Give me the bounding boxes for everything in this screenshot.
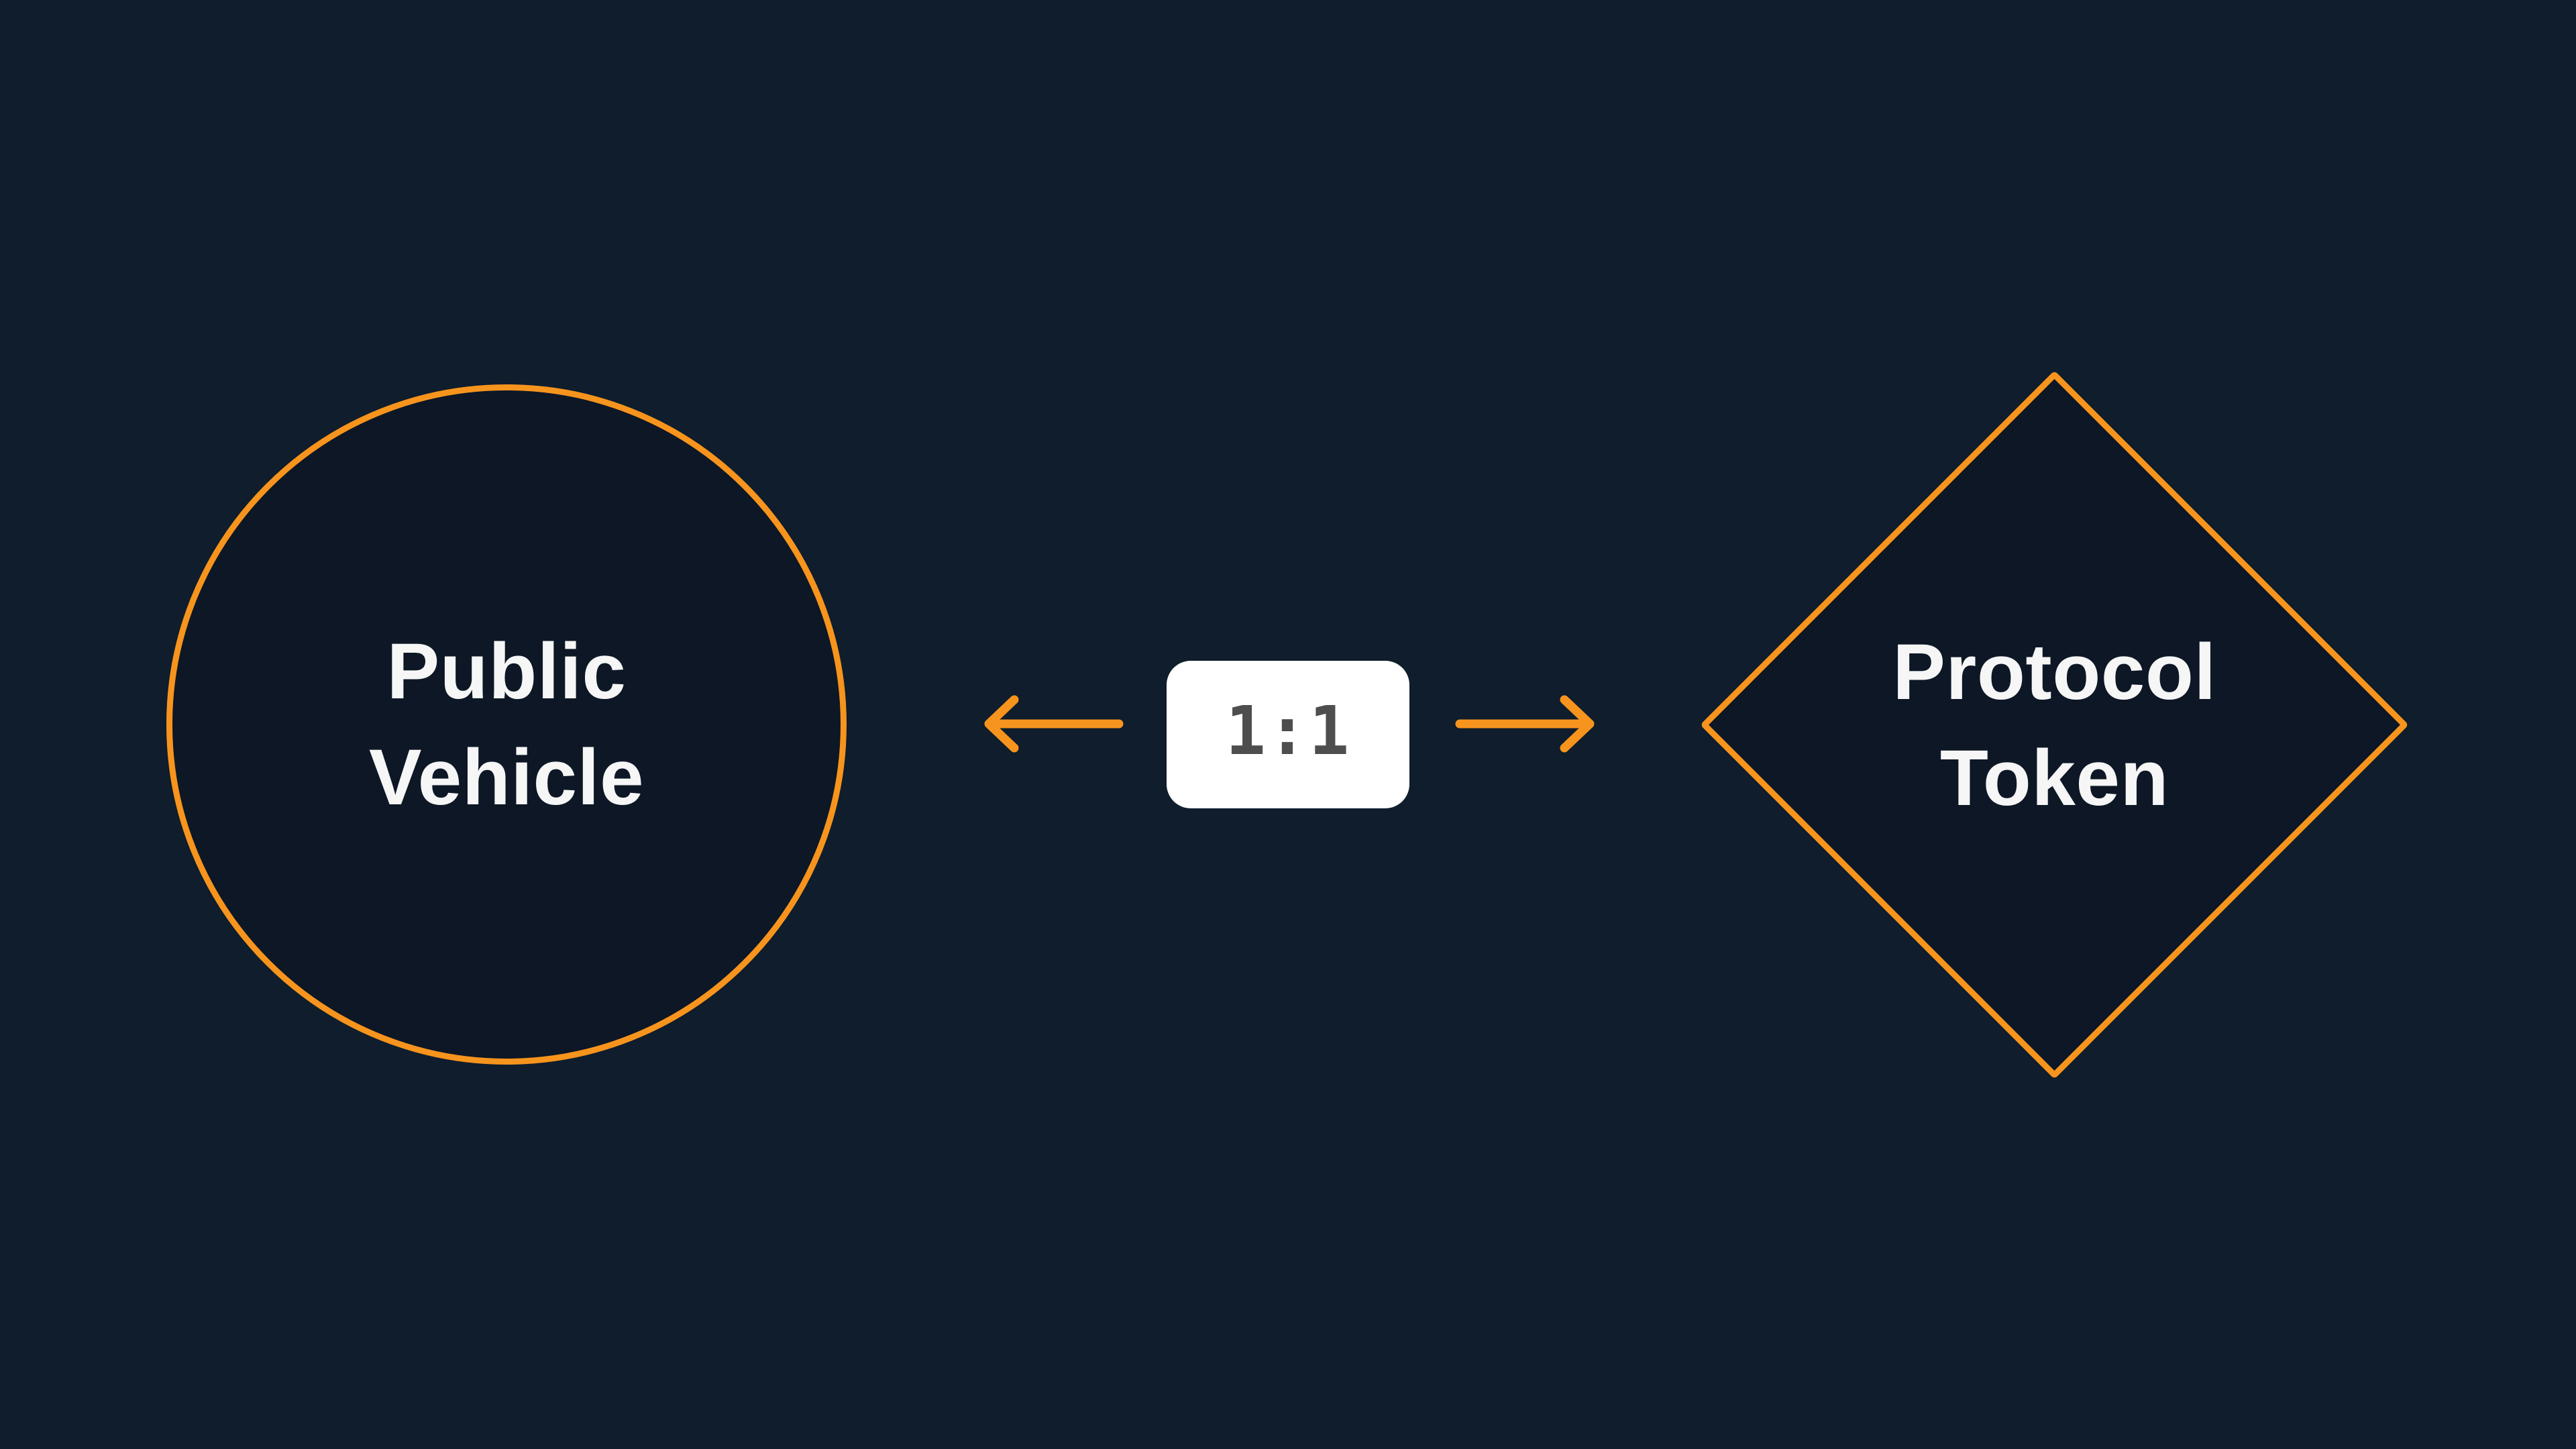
public-vehicle-label-line1: Public bbox=[386, 627, 627, 716]
protocol-token-label: Protocol Token bbox=[1753, 619, 2357, 831]
protocol-token-label-line1: Protocol bbox=[1892, 627, 2216, 716]
protocol-token-label-line2: Token bbox=[1939, 733, 2169, 822]
public-vehicle-label-line2: Vehicle bbox=[368, 733, 645, 822]
ratio-badge: 1:1 bbox=[1167, 661, 1409, 808]
public-vehicle-circle-node: Public Vehicle bbox=[166, 384, 847, 1065]
protocol-token-diamond-node: Protocol Token bbox=[1700, 370, 2409, 1079]
public-vehicle-label: Public Vehicle bbox=[369, 619, 644, 830]
ratio-badge-label: 1:1 bbox=[1225, 691, 1351, 770]
